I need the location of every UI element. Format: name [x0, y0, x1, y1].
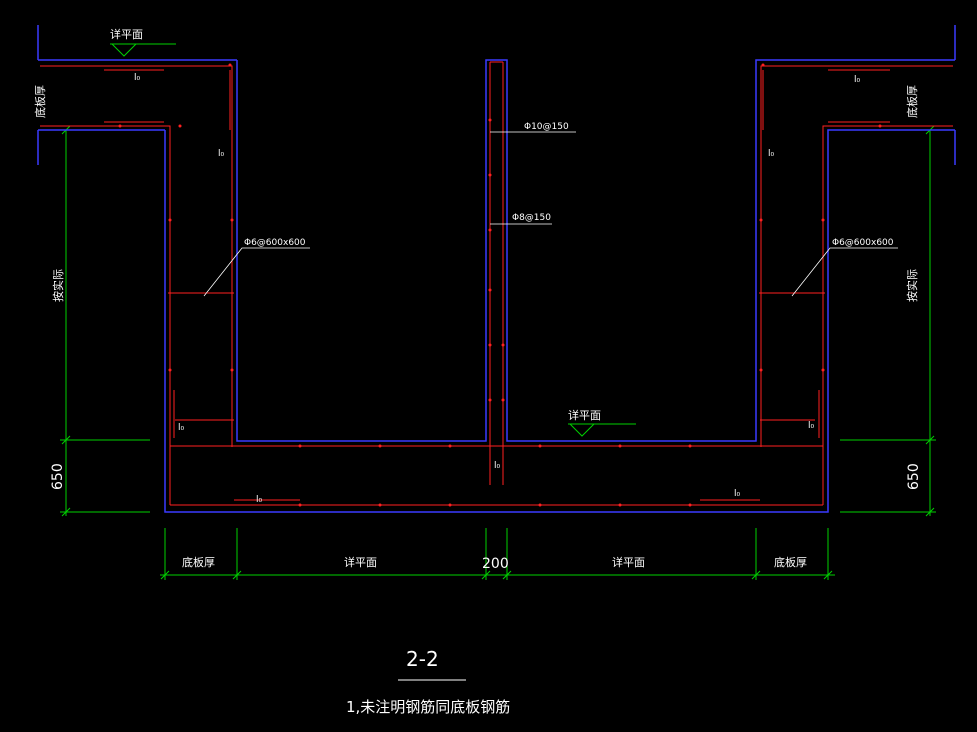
- dim-650-right: 650: [906, 463, 922, 490]
- detail-plan-label-bottom: 详平面: [568, 408, 601, 422]
- bottom-dim-seg5: 底板厚: [774, 555, 807, 569]
- tie-label-left: Φ6@600x600: [244, 238, 306, 248]
- by-actual-label-right: 按实际: [905, 269, 919, 302]
- anchor-la-5: l₀: [494, 461, 501, 471]
- tie-label-right: Φ6@600x600: [832, 238, 894, 248]
- bottom-dim-seg4: 详平面: [612, 555, 645, 569]
- slab-thickness-label-left: 底板厚: [33, 85, 47, 118]
- anchor-la-9: l₀: [854, 75, 861, 85]
- section-title: 2-2: [406, 647, 439, 671]
- anchor-la-4: l₀: [256, 495, 263, 505]
- anchor-la-3: l₀: [178, 423, 185, 433]
- rebar-lines: [40, 61, 953, 506]
- bottom-dim-seg2: 详平面: [344, 555, 377, 569]
- leader-lines: [203, 131, 898, 297]
- detail-plan-label-top: 详平面: [110, 27, 143, 41]
- slab-thickness-label-right: 底板厚: [905, 85, 919, 118]
- rebar-label-wall-mid: Φ8@150: [512, 213, 551, 223]
- bottom-dim-seg1: 底板厚: [182, 555, 215, 569]
- bottom-dim-seg3: 200: [482, 556, 509, 572]
- dim-650-left: 650: [50, 463, 66, 490]
- dimension-lines: [40, 43, 955, 580]
- rebar-label-wall-top: Φ10@150: [524, 122, 569, 132]
- drawing-note: 1,未注明钢筋同底板钢筋: [346, 698, 510, 716]
- anchor-la-7: l₀: [808, 421, 815, 431]
- concrete-outline: [37, 25, 956, 513]
- anchor-la-2: l₀: [218, 149, 225, 159]
- anchor-la-8: l₀: [768, 149, 775, 159]
- anchor-la-6: l₀: [734, 489, 741, 499]
- rebar-dots: [118, 63, 882, 507]
- by-actual-label-left: 按实际: [51, 269, 65, 302]
- anchor-la-1: l₀: [134, 73, 141, 83]
